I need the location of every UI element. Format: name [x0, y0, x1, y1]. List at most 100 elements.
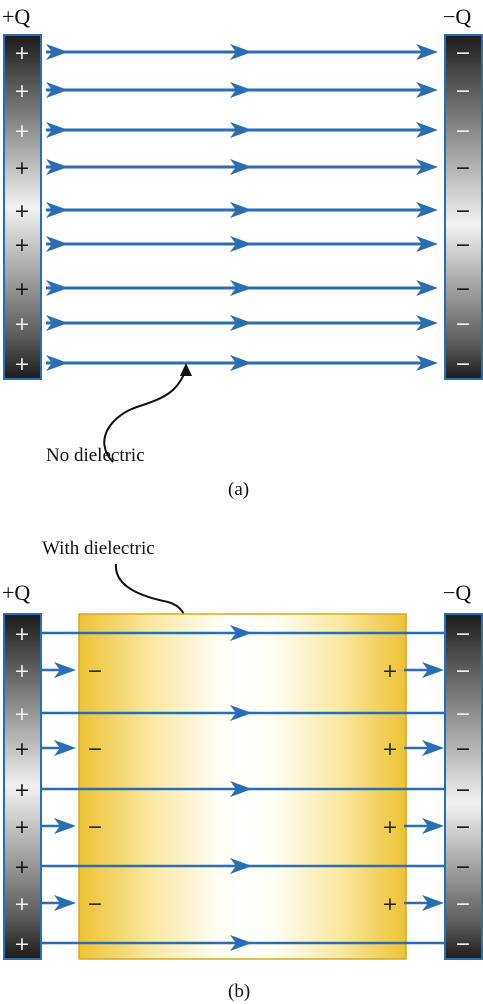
field-arrow-a	[416, 202, 438, 218]
plate-minus-sign-a: −	[455, 313, 471, 335]
plate-minus-sign-b: −	[455, 660, 471, 682]
plate-minus-sign-a: −	[455, 80, 471, 102]
plate-plus-sign-b: +	[14, 893, 30, 915]
field-lines-a	[46, 44, 438, 371]
plate-minus-sign-b: −	[455, 933, 471, 955]
plate-minus-sign-b: −	[455, 893, 471, 915]
field-arrow-b	[230, 625, 252, 641]
field-arrow-b	[54, 818, 76, 834]
field-arrow-a	[46, 122, 68, 138]
negative-plate-a	[444, 34, 483, 380]
field-arrow-b	[230, 781, 252, 797]
plate-plus-sign-a: +	[14, 80, 30, 102]
plate-minus-sign-a: −	[455, 42, 471, 64]
field-arrow-a	[46, 280, 68, 296]
plate-minus-sign-a: −	[455, 278, 471, 300]
field-arrow-b	[54, 662, 76, 678]
plate-plus-sign-a: +	[14, 200, 30, 222]
plate-charges-positive-a: + + + + + + + + +	[14, 42, 30, 375]
field-arrow-a	[230, 82, 252, 98]
field-arrow-b	[422, 818, 444, 834]
field-arrow-a	[46, 315, 68, 331]
caption-a: (a)	[228, 479, 249, 500]
field-arrow-a	[230, 202, 252, 218]
with-dielectric-label: With dielectric	[42, 538, 155, 559]
field-arrow-a	[230, 44, 252, 60]
plate-minus-sign-b: −	[455, 779, 471, 801]
plate-plus-sign-a: +	[14, 42, 30, 64]
induced-positive-charge: +	[382, 816, 398, 838]
plate-minus-sign-a: −	[455, 157, 471, 179]
minus-q-label-a: −Q	[443, 4, 471, 29]
no-dielectric-label: No dielectric	[46, 445, 145, 466]
plate-plus-sign-a: +	[14, 120, 30, 142]
plate-minus-sign-b: −	[455, 703, 471, 725]
plate-charges-negative-a: − − − − − − − − −	[455, 42, 471, 375]
plate-minus-sign-a: −	[455, 353, 471, 375]
caption-b: (b)	[228, 981, 250, 1002]
field-arrow-a	[416, 82, 438, 98]
plate-minus-sign-a: −	[455, 120, 471, 142]
induced-negative-charge: −	[87, 738, 103, 760]
induced-negative-charge: −	[87, 816, 103, 838]
field-lines-b	[42, 625, 444, 951]
plate-plus-sign-b: +	[14, 816, 30, 838]
positive-plate-b	[3, 613, 42, 960]
plate-plus-sign-b: +	[14, 738, 30, 760]
field-arrow-a	[416, 44, 438, 60]
field-arrow-b	[54, 740, 76, 756]
field-arrow-a	[230, 280, 252, 296]
field-arrow-b	[230, 935, 252, 951]
plate-minus-sign-a: −	[455, 234, 471, 256]
induced-positive-charge: +	[382, 893, 398, 915]
field-arrow-a	[46, 82, 68, 98]
plate-plus-sign-a: +	[14, 313, 30, 335]
negative-plate-b	[444, 613, 483, 960]
plate-minus-sign-a: −	[455, 200, 471, 222]
field-arrow-a	[46, 202, 68, 218]
field-arrow-b	[230, 705, 252, 721]
field-arrow-a	[416, 122, 438, 138]
plus-q-label-b: +Q	[2, 580, 30, 605]
plate-minus-sign-b: −	[455, 623, 471, 645]
plate-charges-negative-b: − − − − − − − − −	[455, 623, 471, 955]
field-arrow-a	[46, 355, 68, 371]
panel-b: With dielectric +Q −Q +++++++++ −−−−−−−−…	[2, 538, 483, 1002]
field-arrow-a	[230, 315, 252, 331]
induced-charges: −+−+−+−+	[87, 660, 398, 915]
field-arrow-b	[422, 740, 444, 756]
plus-q-label-a: +Q	[2, 4, 30, 29]
induced-negative-charge: −	[87, 660, 103, 682]
field-arrow-a	[416, 355, 438, 371]
plate-plus-sign-a: +	[14, 157, 30, 179]
plate-minus-sign-b: −	[455, 856, 471, 878]
field-arrow-a	[416, 315, 438, 331]
induced-positive-charge: +	[382, 660, 398, 682]
field-arrow-a	[46, 44, 68, 60]
plate-charges-positive-b: +++++++++	[14, 623, 30, 955]
plate-plus-sign-b: +	[14, 703, 30, 725]
annotation-pointer-a	[103, 368, 187, 463]
induced-positive-charge: +	[382, 738, 398, 760]
field-arrow-a	[416, 159, 438, 175]
field-arrow-a	[416, 236, 438, 252]
plate-plus-sign-b: +	[14, 933, 30, 955]
plate-minus-sign-b: −	[455, 816, 471, 838]
plate-plus-sign-a: +	[14, 234, 30, 256]
field-arrow-b	[230, 858, 252, 874]
annotation-arrowhead-a	[180, 363, 192, 376]
field-arrow-b	[422, 662, 444, 678]
field-arrow-a	[230, 159, 252, 175]
field-arrow-a	[230, 122, 252, 138]
plate-plus-sign-b: +	[14, 660, 30, 682]
panel-a: +Q −Q +++++++++ −−−−−−−−− No dielectric …	[2, 4, 483, 500]
plate-minus-sign-b: −	[455, 738, 471, 760]
positive-plate-a	[3, 34, 42, 380]
minus-q-label-b: −Q	[443, 580, 471, 605]
plate-plus-sign-b: +	[14, 779, 30, 801]
plate-plus-sign-b: +	[14, 623, 30, 645]
field-arrow-b	[422, 895, 444, 911]
plate-plus-sign-a: +	[14, 353, 30, 375]
plate-plus-sign-a: +	[14, 278, 30, 300]
